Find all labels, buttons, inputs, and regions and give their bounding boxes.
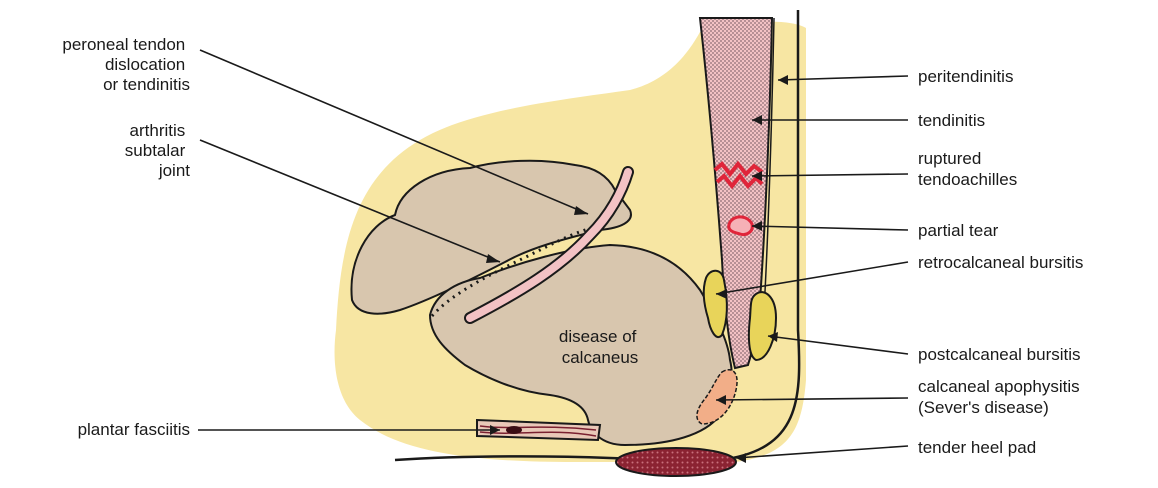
plantar-fascia-lesion <box>506 426 522 434</box>
label-tendinitis: tendinitis <box>918 111 985 130</box>
label-retrocalcaneal: retrocalcaneal bursitis <box>918 253 1083 272</box>
label-arthritis: arthritis subtalar joint <box>125 121 190 180</box>
heel-pad <box>616 448 736 476</box>
label-apophysitis-line2: (Sever's disease) <box>918 398 1049 417</box>
label-peroneal-line3: or tendinitis <box>103 75 190 94</box>
label-ruptured-line2: tendoachilles <box>918 170 1017 189</box>
label-apophysitis: calcaneal apophysitis (Sever's disease) <box>918 377 1084 417</box>
label-partial-tear: partial tear <box>918 221 999 240</box>
partial-tear-mark <box>729 217 753 235</box>
label-disease-line1: disease of <box>559 327 637 346</box>
label-apophysitis-line1: calcaneal apophysitis <box>918 377 1080 396</box>
label-postcalcaneal: postcalcaneal bursitis <box>918 345 1081 364</box>
label-disease-line2: calcaneus <box>562 348 639 367</box>
label-arthritis-line1: arthritis <box>130 121 186 140</box>
label-peroneal: peroneal tendon dislocation or tendiniti… <box>62 35 190 94</box>
label-ruptured-line1: ruptured <box>918 149 981 168</box>
label-peroneal-line2: dislocation <box>105 55 185 74</box>
label-peroneal-line1: peroneal tendon <box>62 35 185 54</box>
label-ruptured: ruptured tendoachilles <box>918 149 1017 189</box>
label-plantar: plantar fasciitis <box>78 420 190 439</box>
label-arthritis-line3: joint <box>158 161 190 180</box>
label-heel-pad: tender heel pad <box>918 438 1036 457</box>
label-arthritis-line2: subtalar <box>125 141 186 160</box>
label-peritendinitis: peritendinitis <box>918 67 1013 86</box>
